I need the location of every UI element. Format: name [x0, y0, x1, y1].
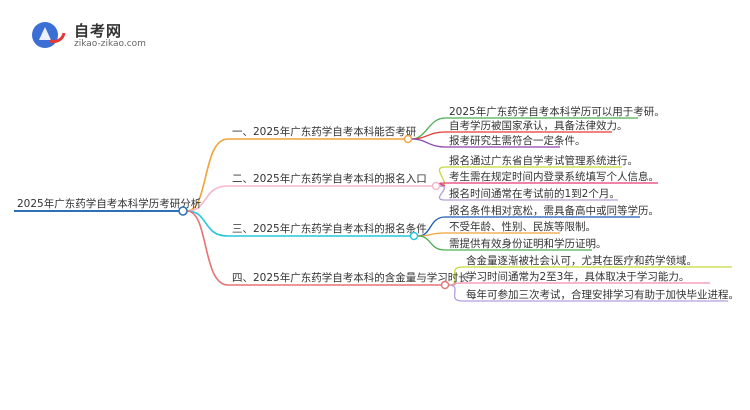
branch-1-link [186, 138, 229, 212]
branch-3-child-3-label[interactable]: 需提供有效身份证明和学历证明。 [449, 237, 607, 250]
branch-4-child-1-label[interactable]: 含金量逐渐被社会认可，尤其在医疗和药学领域。 [466, 254, 697, 267]
branch-2-link [186, 185, 229, 212]
branch-1-label[interactable]: 一、2025年广东药学自考本科能否考研 [232, 125, 417, 138]
branch-3-child-2-label[interactable]: 不受年龄、性别、民族等限制。 [449, 220, 596, 233]
branch-3-child-1-label[interactable]: 报名条件相对宽松，需具备高中或同等学历。 [449, 204, 659, 217]
branch-3-child-3-link [417, 235, 446, 251]
branch-2-child-2-label[interactable]: 考生需在规定时间内登录系统填写个人信息。 [449, 170, 659, 183]
branch-1-child-2-link [411, 131, 446, 140]
branch-2-child-1-label[interactable]: 报名通过广东省自学考试管理系统进行。 [449, 154, 638, 167]
branch-1-child-3-label[interactable]: 报考研究生需符合一定条件。 [449, 134, 586, 147]
branch-2-child-3-label[interactable]: 报名时间通常在考试前的1到2个月。 [449, 187, 620, 200]
branch-1-child-2-label[interactable]: 自考学历被国家承认，具备法律效力。 [449, 119, 628, 132]
branch-2-connector-dot [431, 181, 441, 191]
branch-1-connector-dot [403, 134, 413, 144]
logo-brand-text: 自考网 [74, 22, 123, 40]
logo-mark-icon [32, 22, 66, 48]
branch-3-link [186, 210, 229, 237]
branch-3-label[interactable]: 三、2025年广东药学自考本科的报名条件 [232, 222, 427, 235]
branch-3-connector-dot [409, 231, 419, 241]
branch-2-child-3-link [438, 185, 446, 201]
branch-1-child-1-label[interactable]: 2025年广东药学自考本科学历可以用于考研。 [449, 105, 665, 118]
root-connector-dot [178, 206, 188, 216]
branch-2-label[interactable]: 二、2025年广东药学自考本科的报名入口 [232, 172, 427, 185]
root-node-label[interactable]: 2025年广东药学自考本科学历考研分析 [17, 197, 202, 210]
branch-4-link [186, 210, 229, 286]
branch-4-label[interactable]: 四、2025年广东药学自考本科的含金量与学习时长 [232, 271, 469, 284]
logo-url-text: zikao-zikao.com [74, 39, 146, 49]
site-logo[interactable]: 自考网 zikao-zikao.com [30, 19, 160, 51]
branch-4-child-3-label[interactable]: 每年可参加三次考试，合理安排学习有助于加快毕业进程。 [466, 288, 739, 301]
branch-4-connector-dot [440, 280, 450, 290]
branch-4-child-2-label[interactable]: 学习时间通常为2至3年，具体取决于学习能力。 [466, 270, 689, 283]
branch-4-child-3-link [448, 284, 463, 302]
branch-1-child-3-link [411, 138, 446, 148]
